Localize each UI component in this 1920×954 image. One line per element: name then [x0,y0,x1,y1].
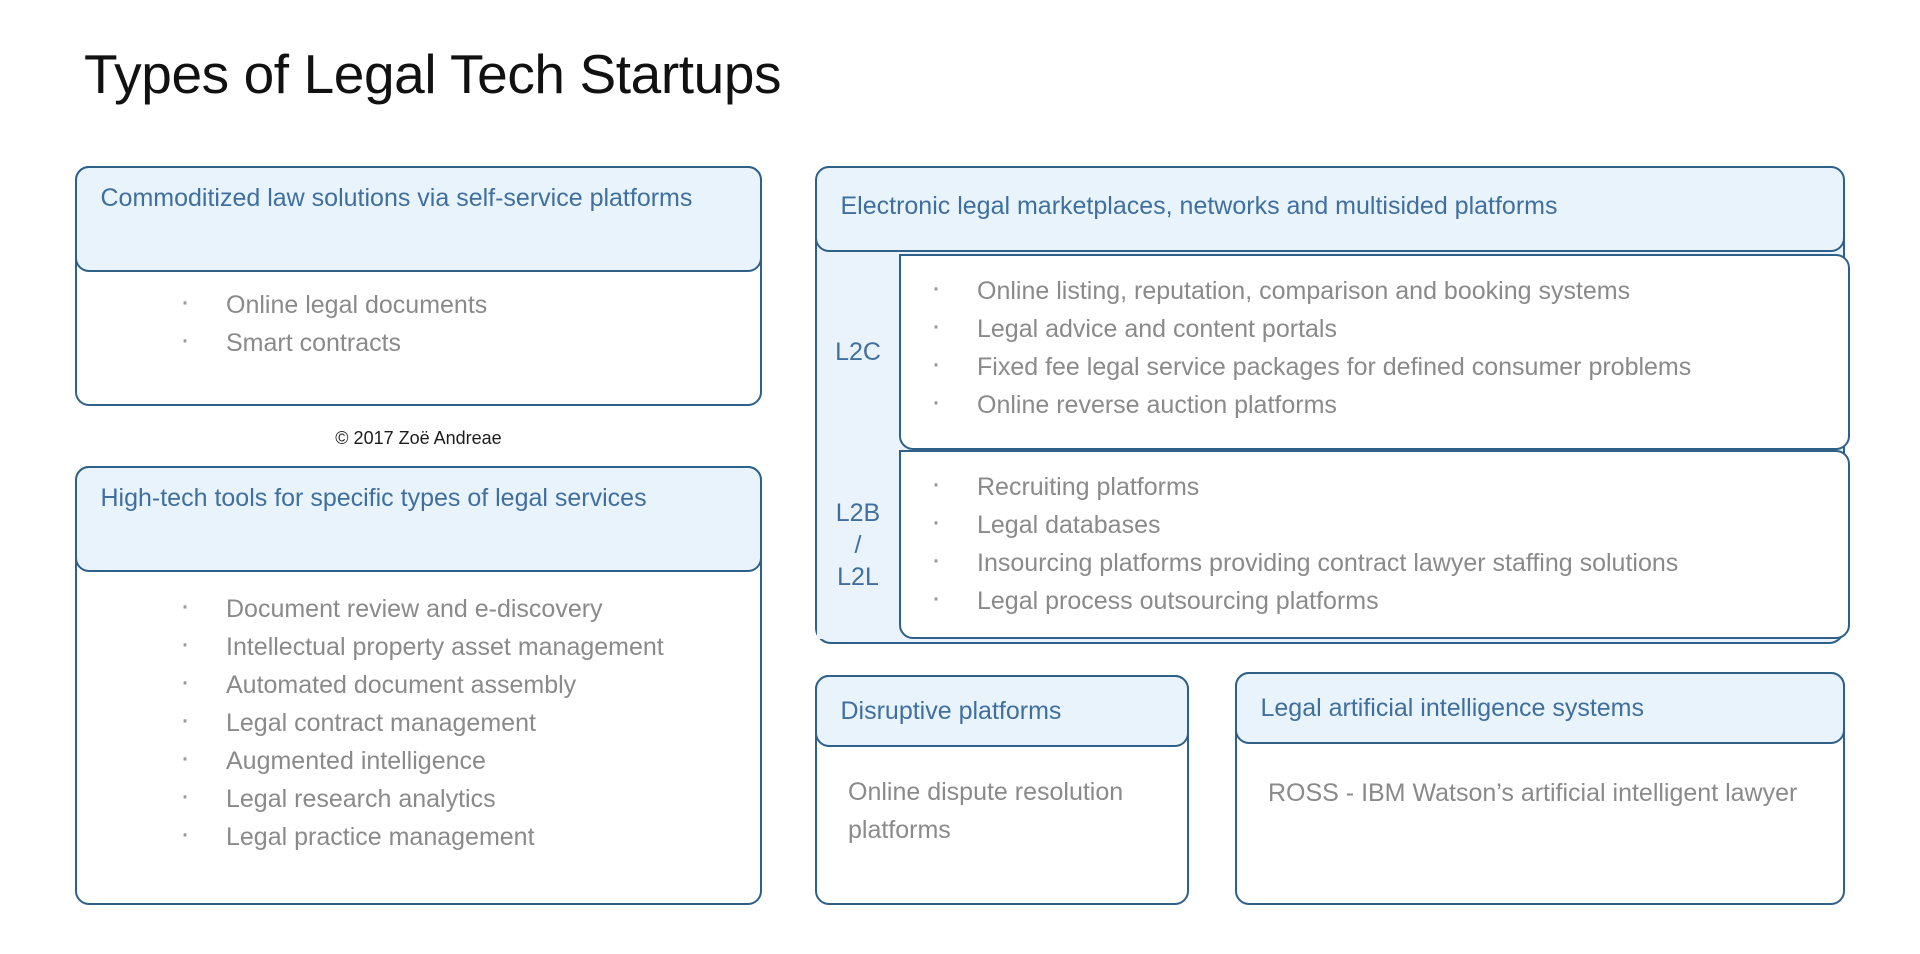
segment-label-line: L2B [835,498,881,527]
card-disruptive-platforms: Disruptive platforms Online dispute reso… [814,674,1189,905]
segment-l2b-l2l: L2B / L2L Recruiting platforms Legal dat… [817,450,1850,639]
list-item: Augmented intelligence [180,739,760,780]
segment-label-line: / [854,530,862,559]
list-item: Online reverse auction platforms [931,383,1848,424]
card-header-marketplaces: Electronic legal marketplaces, networks … [814,165,1845,252]
card-body-commoditized: Online legal documents Smart contracts [77,283,760,362]
segment-content-l2b-l2l: Recruiting platforms Legal databases Ins… [899,450,1850,639]
card-header-disruptive: Disruptive platforms [814,674,1189,747]
card-body-ai: ROSS - IBM Watson’s artificial intellige… [1237,774,1843,812]
bullet-list-commoditized: Online legal documents Smart contracts [180,283,760,362]
card-header-hightech: High-tech tools for specific types of le… [74,465,762,572]
segment-l2c: L2C Online listing, reputation, comparis… [817,254,1850,450]
bullet-list-hightech: Document review and e-discovery Intellec… [180,587,760,856]
list-item: Smart contracts [180,321,760,362]
segment-content-l2c: Online listing, reputation, comparison a… [899,254,1850,450]
list-item: Fixed fee legal service packages for def… [931,345,1848,386]
list-item: Legal databases [931,503,1848,544]
card-text-ai: ROSS - IBM Watson’s artificial intellige… [1268,779,1798,807]
list-item: Legal practice management [180,815,760,856]
list-item: Legal contract management [180,701,760,742]
list-item: Recruiting platforms [931,465,1848,506]
segment-label-l2b-l2l: L2B / L2L [817,450,899,639]
bullet-list-l2c: Online listing, reputation, comparison a… [931,269,1848,424]
segment-label-line: L2C [835,338,881,366]
copyright-notice: © 2017 Zoë Andreae [335,428,502,448]
card-high-tech-tools: High-tech tools for specific types of le… [74,465,762,905]
bullet-list-l2b-l2l: Recruiting platforms Legal databases Ins… [931,465,1848,620]
card-electronic-legal-marketplaces: Electronic legal marketplaces, networks … [814,165,1850,644]
list-item: Intellectual property asset management [180,625,760,666]
card-legal-ai-systems: Legal artificial intelligence systems RO… [1234,671,1845,905]
card-text-disruptive: Online dispute resolution platforms [848,778,1124,844]
card-header-ai: Legal artificial intelligence systems [1234,671,1845,744]
segment-label-l2c: L2C [817,254,899,450]
list-item: Legal advice and content portals [931,307,1848,348]
list-item: Automated document assembly [180,663,760,704]
list-item: Document review and e-discovery [180,587,760,628]
list-item: Legal process outsourcing platforms [931,579,1848,620]
card-body-hightech: Document review and e-discovery Intellec… [77,587,760,856]
list-item: Online listing, reputation, comparison a… [931,269,1848,310]
page-title: Types of Legal Tech Startups [84,43,782,105]
card-body-disruptive: Online dispute resolution platforms [817,773,1187,849]
card-commoditized-law-solutions: Commoditized law solutions via self-serv… [74,165,762,406]
card-header-commoditized: Commoditized law solutions via self-serv… [74,165,762,272]
list-item: Online legal documents [180,283,760,324]
segment-label-line: L2L [837,562,879,591]
list-item: Insourcing platforms providing contract … [931,541,1848,582]
list-item: Legal research analytics [180,777,760,818]
